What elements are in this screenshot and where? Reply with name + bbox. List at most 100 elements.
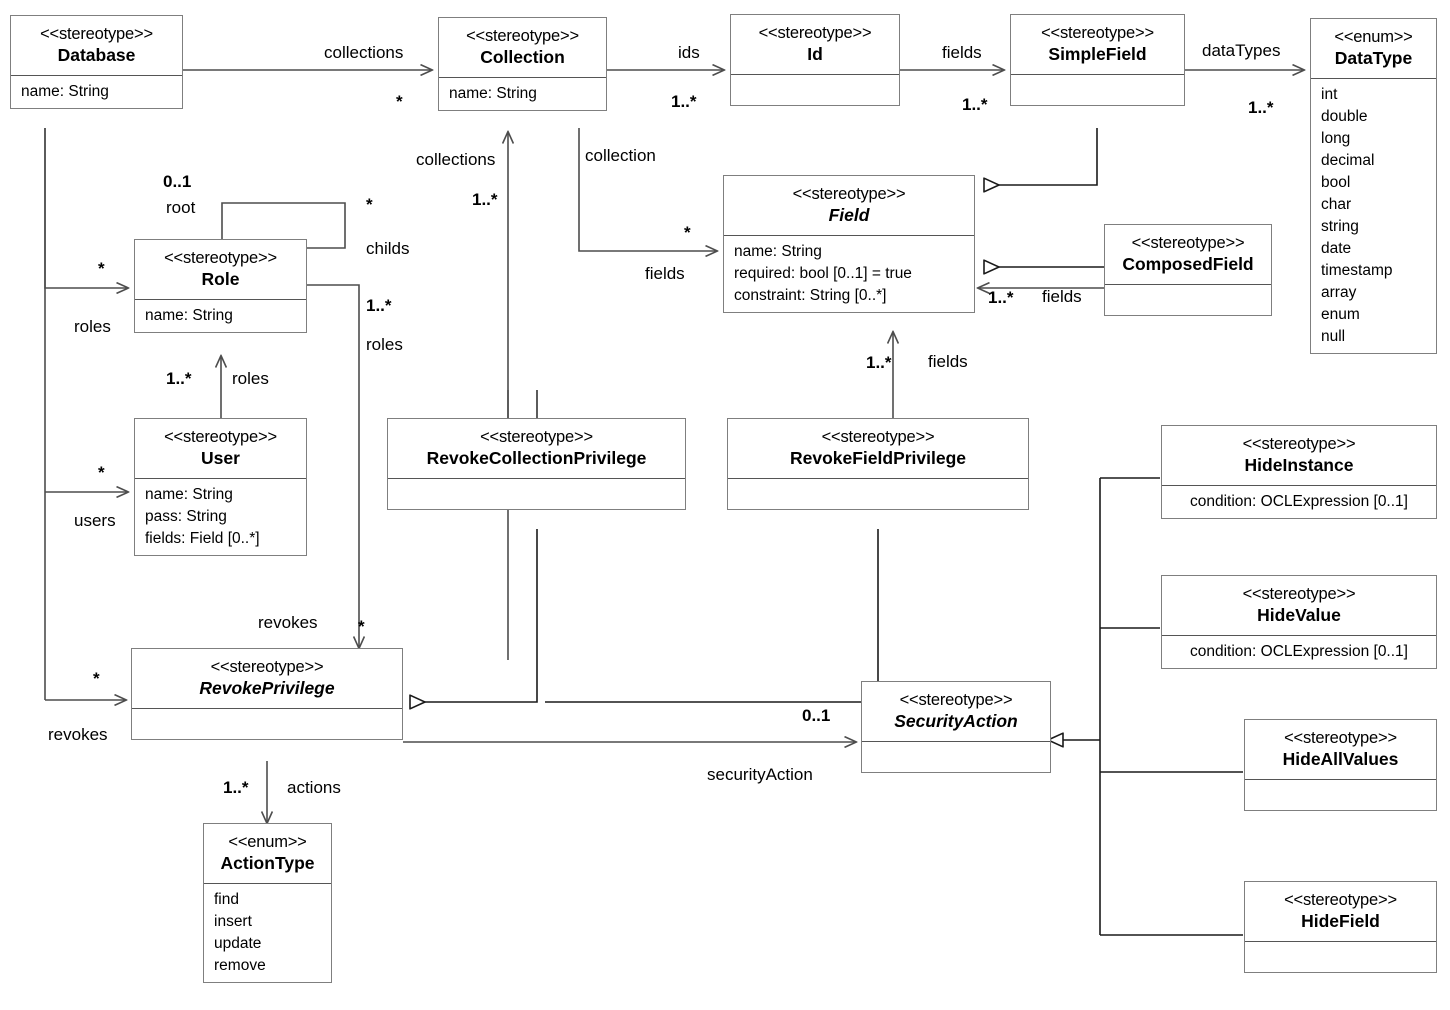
attribute-item: name: String <box>21 83 109 101</box>
class-header-simplefield: <<stereotype>> SimpleField <box>1011 15 1184 74</box>
edge-label-datatypes: dataTypes <box>1202 41 1281 60</box>
attribute-item: pass: String <box>145 508 227 526</box>
divider-role <box>135 299 306 301</box>
class-box-hideinstance[interactable]: <<stereotype>> HideInstance condition: O… <box>1161 425 1437 520</box>
attribute-item: name: String <box>449 85 537 103</box>
class-name-revokecollectionprivilege: RevokeCollectionPrivilege <box>426 448 647 469</box>
class-box-role[interactable]: <<stereotype>> Role name: String <box>134 239 307 334</box>
edge-label-mult-revokes-db: * <box>93 669 100 688</box>
stereotype-label-role: <<stereotype>> <box>164 249 277 267</box>
class-header-hideallvalues: <<stereotype>> HideAllValues <box>1245 720 1436 779</box>
literal-list-datatype: int double long decimal bool char string… <box>1311 79 1436 353</box>
class-box-hideallvalues[interactable]: <<stereotype>> HideAllValues <box>1244 719 1437 812</box>
divider-composedfield <box>1105 284 1271 286</box>
divider-id <box>731 74 899 76</box>
class-box-datatype[interactable]: <<enum>> DataType int double long decima… <box>1310 18 1437 355</box>
class-box-collection[interactable]: <<stereotype>> Collection name: String <box>438 17 607 112</box>
attribute-list-revokefieldprivilege <box>728 479 1028 509</box>
class-box-database[interactable]: <<stereotype>> Database name: String <box>10 15 183 110</box>
edge-label-roles-db: roles <box>74 317 111 336</box>
class-header-hidevalue: <<stereotype>> HideValue <box>1162 576 1436 635</box>
class-box-simplefield[interactable]: <<stereotype>> SimpleField <box>1010 14 1185 107</box>
enum-literal: timestamp <box>1321 262 1393 280</box>
enum-literal: long <box>1321 130 1351 148</box>
divider-revokeprivilege <box>132 708 402 710</box>
enum-literal: update <box>214 935 262 953</box>
edge-label-mult-ids: 1..* <box>671 92 697 111</box>
class-box-actiontype[interactable]: <<enum>> ActionType find insert update r… <box>203 823 332 984</box>
edge-label-mult-collections-role: 1..* <box>472 190 498 209</box>
divider-field <box>724 235 974 237</box>
edge-label-revokes-role: revokes <box>258 613 318 632</box>
attribute-item: name: String <box>145 307 233 325</box>
attribute-item: fields: Field [0..*] <box>145 530 260 548</box>
divider-hidefield <box>1245 941 1436 943</box>
enum-literal: date <box>1321 240 1352 258</box>
divider-collection <box>439 77 606 79</box>
class-name-composedfield: ComposedField <box>1122 254 1254 275</box>
edge-label-mult-collections-db: * <box>396 92 403 111</box>
enum-literal: enum <box>1321 306 1360 324</box>
edge-label-mult-fields-composed: 1..* <box>988 288 1014 307</box>
enum-literal: null <box>1321 328 1346 346</box>
enum-literal: find <box>214 891 239 909</box>
attribute-list-id <box>731 75 899 105</box>
attribute-item: required: bool [0..1] = true <box>734 265 912 283</box>
attribute-list-user: name: String pass: String fields: Field … <box>135 479 306 555</box>
stereotype-label-id: <<stereotype>> <box>758 24 872 42</box>
class-box-hidefield[interactable]: <<stereotype>> HideField <box>1244 881 1437 974</box>
class-name-id: Id <box>807 44 823 65</box>
class-name-securityaction: SecurityAction <box>894 711 1018 732</box>
class-name-field: Field <box>828 205 870 226</box>
class-header-securityaction: <<stereotype>> SecurityAction <box>862 682 1050 741</box>
edge-simplefield-inherits-field <box>984 128 1098 185</box>
edge-collection-fields <box>578 128 717 251</box>
edge-label-roles-user: roles <box>232 369 269 388</box>
edge-rcp-inherits-revokeprivilege <box>410 529 538 702</box>
edge-database-roles <box>44 128 128 288</box>
class-name-revokeprivilege: RevokePrivilege <box>199 678 335 699</box>
edge-label-mult-roles-rp: 1..* <box>366 296 392 315</box>
class-name-datatype: DataType <box>1334 48 1413 69</box>
stereotype-label-hideinstance: <<stereotype>> <box>1242 435 1356 453</box>
class-box-revokecollectionprivilege[interactable]: <<stereotype>> RevokeCollectionPrivilege <box>387 418 686 511</box>
class-box-field[interactable]: <<stereotype>> Field name: String requir… <box>723 175 975 314</box>
divider-actiontype <box>204 883 331 885</box>
attribute-list-hideinstance: condition: OCLExpression [0..1] <box>1162 486 1436 518</box>
attribute-item: constraint: String [0..*] <box>734 287 887 305</box>
enum-literal: array <box>1321 284 1357 302</box>
divider-user <box>135 478 306 480</box>
edge-label-collections-db: collections <box>324 43 404 62</box>
attribute-item: name: String <box>145 486 233 504</box>
stereotype-label-hidefield: <<stereotype>> <box>1284 891 1397 909</box>
class-box-revokefieldprivilege[interactable]: <<stereotype>> RevokeFieldPrivilege <box>727 418 1029 511</box>
stereotype-label-composedfield: <<stereotype>> <box>1131 234 1245 252</box>
attribute-list-hidefield <box>1245 942 1436 972</box>
divider-hideallvalues <box>1245 779 1436 781</box>
divider-hideinstance <box>1162 485 1436 487</box>
edge-label-mult-datatypes: 1..* <box>1248 98 1274 117</box>
attribute-item: name: String <box>734 243 822 261</box>
edge-label-mult-fields-id: 1..* <box>962 95 988 114</box>
class-box-securityaction[interactable]: <<stereotype>> SecurityAction <box>861 681 1051 774</box>
class-box-id[interactable]: <<stereotype>> Id <box>730 14 900 107</box>
attribute-list-role: name: String <box>135 300 306 332</box>
enum-label-datatype: <<enum>> <box>1334 28 1413 46</box>
class-box-composedfield[interactable]: <<stereotype>> ComposedField <box>1104 224 1272 317</box>
stereotype-label-hidevalue: <<stereotype>> <box>1242 585 1356 603</box>
class-box-revokeprivilege[interactable]: <<stereotype>> RevokePrivilege <box>131 648 403 741</box>
class-header-revokefieldprivilege: <<stereotype>> RevokeFieldPrivilege <box>728 419 1028 478</box>
enum-literal: char <box>1321 196 1352 214</box>
class-header-revokeprivilege: <<stereotype>> RevokePrivilege <box>132 649 402 708</box>
edge-label-fields-rfp: fields <box>928 352 968 371</box>
stereotype-label-revokeprivilege: <<stereotype>> <box>210 658 324 676</box>
edge-role-self-root-childs <box>221 202 346 249</box>
edge-label-mult-childs: * <box>366 195 373 214</box>
class-box-hidevalue[interactable]: <<stereotype>> HideValue condition: OCLE… <box>1161 575 1437 670</box>
attribute-list-revokeprivilege <box>132 709 402 739</box>
attribute-list-securityaction <box>862 742 1050 772</box>
class-header-database: <<stereotype>> Database <box>11 16 182 75</box>
class-box-user[interactable]: <<stereotype>> User name: String pass: S… <box>134 418 307 557</box>
class-name-revokefieldprivilege: RevokeFieldPrivilege <box>789 448 967 469</box>
